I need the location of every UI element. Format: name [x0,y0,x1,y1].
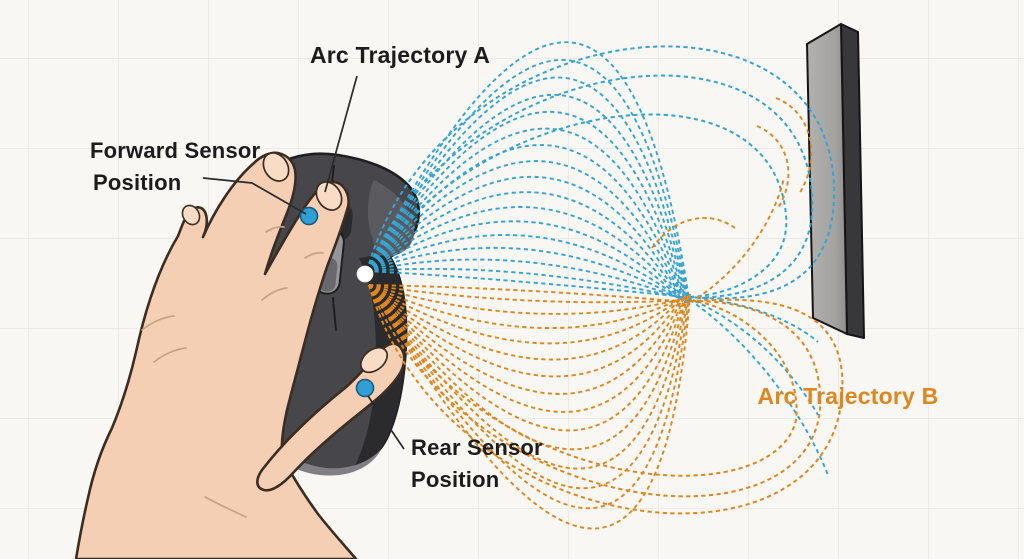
trajectory-b-curl [651,217,736,249]
trajectory-a-arc [366,234,681,300]
label-arc-trajectory-a: Arc Trajectory A [310,42,490,68]
trajectory-b-curl [756,125,790,209]
hand [74,151,358,559]
trajectory-b-arc [368,284,685,413]
trajectory-a-arc [366,206,682,301]
trajectory-a-arc [366,270,677,297]
ring-fingernail [181,204,201,226]
hand-crease [141,315,175,331]
finger-crease [265,225,285,233]
trajectory-a-arc [366,160,685,303]
trajectory-a-outer-arc [366,45,836,300]
trajectory-b-arc [368,284,686,432]
trajectory-b-arc [368,284,680,329]
trajectory-a-arc [366,267,678,298]
rear-sensor-dot [355,378,375,398]
knuckle-crease [261,287,288,301]
trajectory-b-curl [690,177,785,303]
trajectory-a-arc [366,175,684,302]
trajectory-b-arc [368,284,681,345]
trajectory-a-arc [366,144,686,303]
trajectory-a-arc [366,246,680,299]
trajectory-a-arc [366,76,690,305]
trajectory-a-arc [366,94,689,305]
trajectory-a-arc [366,191,683,301]
trajectory-a-tail [689,299,829,476]
monitor-face [806,23,848,335]
index-fingernail [315,181,343,211]
label-forward-sensor-line2: Position [93,170,181,195]
leader-line-forward-sensor [202,177,307,215]
trajectory-a-arc [366,59,691,306]
label-forward-sensor-line1: Forward Sensor [90,138,261,163]
pivot-point-dot [356,265,374,283]
trajectory-a-arc [366,127,687,304]
trajectory-a-tail [687,297,819,416]
label-rear-sensor-line2: Position [411,467,499,492]
trajectory-b-arc [368,284,678,304]
mouse-wheel-slot [332,297,337,331]
forward-sensor-dot [299,206,319,226]
trajectory-b-arc [368,284,682,361]
trajectory-b-arc [368,284,688,470]
hand-crease [153,347,187,363]
trajectory-a-arc [366,111,688,304]
middle-fingernail [262,152,290,182]
trajectory-b-arc [368,284,677,302]
label-rear-sensor-line1: Rear Sensor [411,435,543,460]
finger-crease [304,251,324,259]
trajectory-b-arc [368,284,679,315]
trajectory-b-arc [368,284,683,378]
trajectory-b-arc [368,284,684,395]
trajectory-b-curl [775,97,813,195]
trajectory-b-arc [368,284,691,530]
trajectory-a-outer-arc [366,113,788,298]
trajectory-b-outer-arc [368,284,844,515]
arc-trajectory-b-fan [368,97,844,530]
thumb-nail [359,346,389,374]
arc-trajectory-a-fan [366,41,836,476]
trajectory-b-outer-arc [368,284,822,498]
label-arc-trajectory-b: Arc Trajectory B [758,383,939,409]
trajectory-a-arc [366,258,679,299]
trajectory-b-arc [368,284,689,490]
wrist-crease [204,496,247,518]
leader-line-rear-sensor [367,395,405,450]
trajectory-a-outer-arc [366,74,814,299]
trajectory-b-outer-arc [368,284,798,477]
leader-line-arc-a [324,75,358,193]
hand-back-and-fingers [74,151,358,559]
trajectory-b-arc [368,284,687,451]
monitor-panel [806,23,865,339]
